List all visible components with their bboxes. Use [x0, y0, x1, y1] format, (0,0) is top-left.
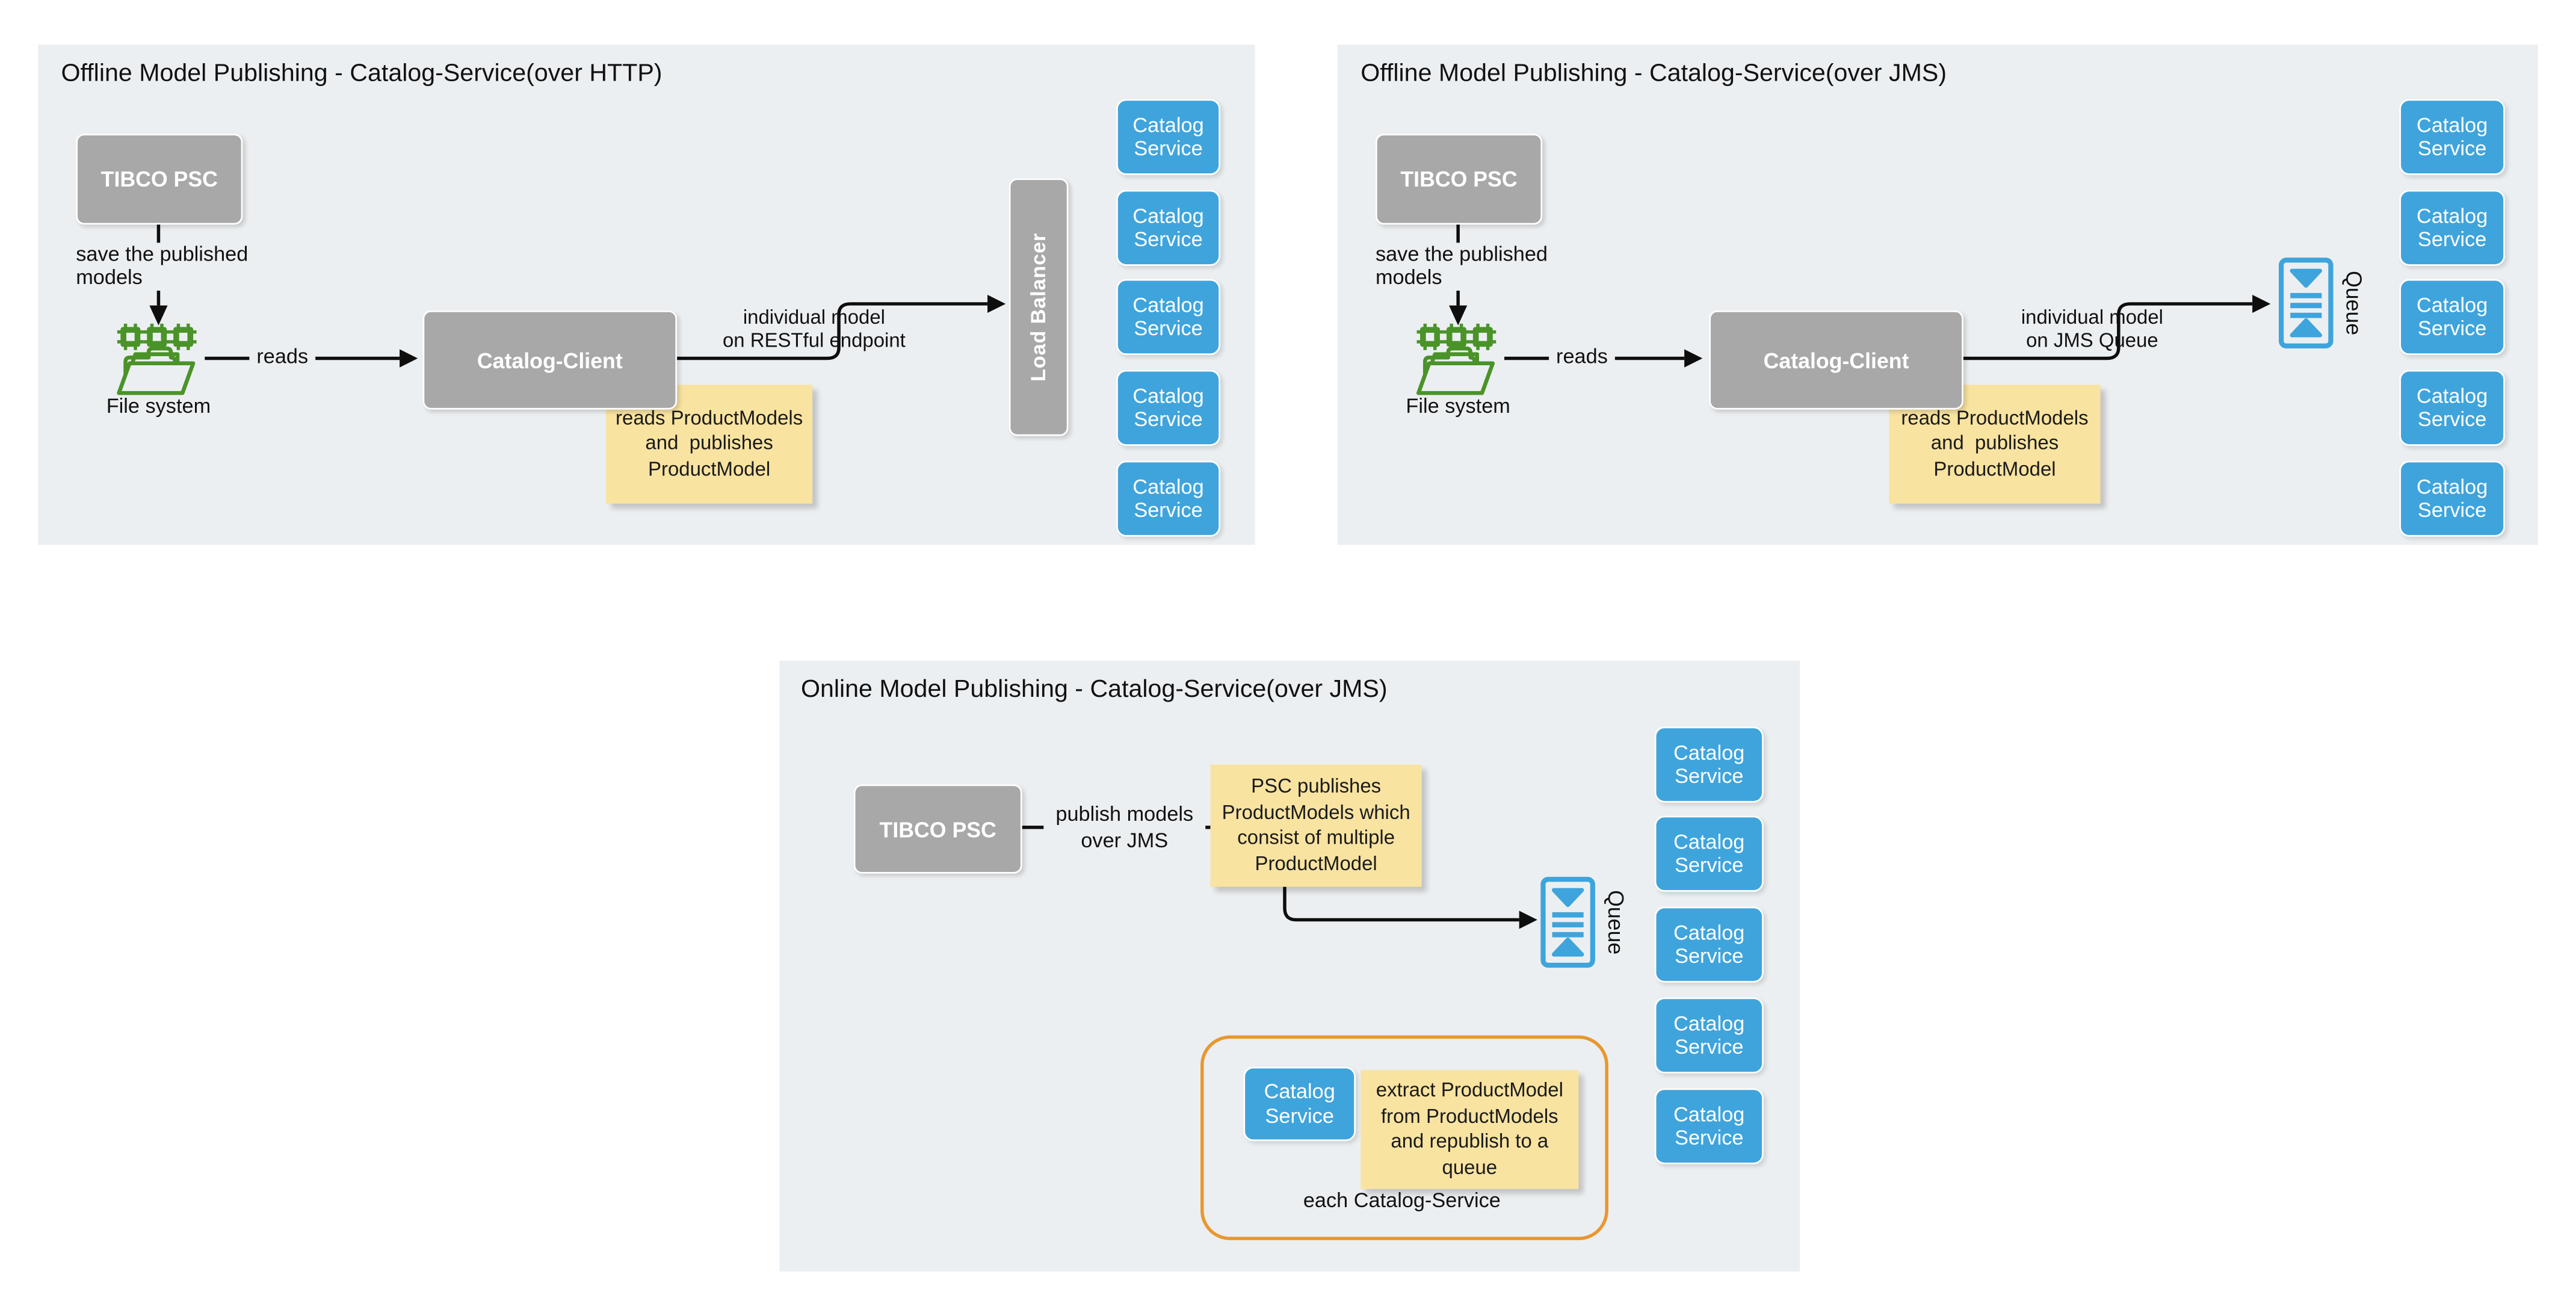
catalog-service-box: Catalog Service	[1243, 1066, 1356, 1142]
queue-label: Queue	[2342, 270, 2367, 336]
queue-icon	[1540, 877, 1595, 968]
catalog-service-box: Catalog Service	[1654, 726, 1764, 803]
reads-label: reads	[1549, 346, 1615, 369]
catalog-service-box: Catalog Service	[1654, 815, 1764, 892]
panel-offline-jms: Offline Model Publishing - Catalog-Servi…	[1337, 45, 2538, 545]
panel-offline-http: Offline Model Publishing - Catalog-Servi…	[38, 45, 1255, 545]
sticky-note-psc-publishes: PSC publishes ProductModels which consis…	[1210, 764, 1422, 887]
queue-label-wrap: Queue	[2337, 258, 2373, 348]
panel-title: Offline Model Publishing - Catalog-Servi…	[61, 59, 663, 88]
load-balancer-label: Load Balancer	[1027, 232, 1051, 382]
panel-online-jms: Online Model Publishing - Catalog-Servic…	[779, 660, 1800, 1272]
connector-label-jms-queue: individual model on JMS Queue	[2021, 305, 2164, 351]
tibco-psc-box: TIBCO PSC	[853, 784, 1022, 874]
tibco-psc-box: TIBCO PSC	[1375, 134, 1543, 225]
reads-label: reads	[249, 346, 316, 369]
file-system-icon	[117, 324, 197, 393]
connector-layer-jms	[1338, 221, 2334, 545]
file-system-icon	[1417, 324, 1496, 393]
each-catalog-service-group	[1200, 1035, 1608, 1240]
catalog-service-box: Catalog Service	[2399, 99, 2505, 175]
catalog-service-box: Catalog Service	[1654, 997, 1764, 1074]
catalog-service-box: Catalog Service	[2399, 369, 2505, 446]
panel-title: Online Model Publishing - Catalog-Servic…	[800, 675, 1388, 704]
catalog-service-box: Catalog Service	[1116, 190, 1220, 266]
save-models-label: save the published models	[76, 243, 249, 288]
tibco-psc-box: TIBCO PSC	[76, 134, 243, 225]
catalog-client-box: Catalog-Client	[1709, 310, 1963, 410]
publish-models-label: publish models over JMS	[1043, 800, 1206, 854]
catalog-service-box: Catalog Service	[1116, 369, 1220, 446]
catalog-service-box: Catalog Service	[2399, 279, 2505, 356]
sticky-note-reads-publishes: reads ProductModels and publishes Produc…	[606, 385, 813, 504]
file-system-label: File system	[1406, 394, 1510, 418]
queue-label: Queue	[1604, 890, 1629, 955]
queue-label-wrap: Queue	[1598, 877, 1634, 968]
file-system-label: File system	[106, 394, 211, 418]
catalog-service-box: Catalog Service	[1116, 99, 1220, 175]
queue-icon	[2279, 258, 2334, 349]
save-models-label: save the published models	[1375, 243, 1548, 288]
catalog-client-box: Catalog-Client	[422, 310, 678, 410]
catalog-service-box: Catalog Service	[1654, 1088, 1764, 1164]
catalog-service-box: Catalog Service	[2399, 190, 2505, 266]
catalog-service-box: Catalog Service	[2399, 460, 2505, 537]
panel-title: Offline Model Publishing - Catalog-Servi…	[1361, 59, 1947, 88]
catalog-service-box: Catalog Service	[1116, 460, 1220, 537]
catalog-service-box: Catalog Service	[1654, 906, 1764, 983]
each-catalog-service-label: each Catalog-Service	[1303, 1188, 1501, 1213]
catalog-service-box: Catalog Service	[1116, 279, 1220, 356]
sticky-note-extract: extract ProductModel from ProductModels …	[1361, 1070, 1579, 1189]
connector-label-restful: individual model on RESTful endpoint	[722, 305, 906, 351]
load-balancer-box: Load Balancer	[1008, 178, 1069, 436]
